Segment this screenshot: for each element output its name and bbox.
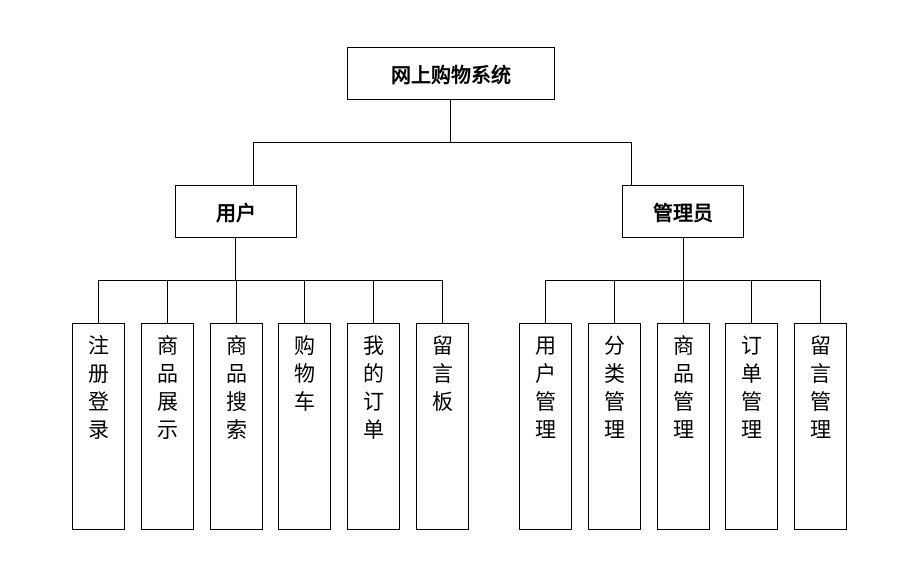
leaf-node-user-1: 注册登录 — [72, 323, 125, 530]
root-label: 网上购物系统 — [391, 63, 511, 87]
group-node-user: 用户 — [175, 185, 297, 238]
connector-admin-up — [631, 142, 632, 185]
connector-user-leaf-3 — [236, 280, 237, 323]
connector-root-down — [450, 99, 451, 142]
leaf-label: 注册登录 — [88, 334, 109, 442]
leaf-label: 商品管理 — [673, 334, 694, 442]
leaf-label: 购物车 — [294, 334, 315, 414]
leaf-label: 商品展示 — [157, 334, 178, 442]
leaf-label: 用户管理 — [535, 334, 556, 442]
connector-user-leaf-1 — [98, 280, 99, 323]
connector-user-horizontal — [98, 280, 443, 281]
connector-admin-down — [683, 237, 684, 281]
connector-admin-leaf-5 — [820, 280, 821, 323]
leaf-node-admin-5: 留言管理 — [794, 323, 847, 530]
connector-user-up — [253, 142, 254, 185]
leaf-node-user-5: 我的订单 — [347, 323, 400, 530]
leaf-label: 商品搜索 — [226, 334, 247, 442]
leaf-node-user-4: 购物车 — [278, 323, 331, 530]
leaf-label: 订单管理 — [741, 334, 762, 442]
root-node: 网上购物系统 — [347, 47, 555, 100]
connector-user-leaf-2 — [167, 280, 168, 323]
connector-top-horizontal — [253, 142, 632, 143]
leaf-node-user-3: 商品搜索 — [210, 323, 263, 530]
connector-user-leaf-4 — [304, 280, 305, 323]
leaf-node-admin-2: 分类管理 — [588, 323, 641, 530]
leaf-label: 我的订单 — [363, 334, 384, 442]
leaf-label: 留言管理 — [810, 334, 831, 442]
group-node-admin: 管理员 — [622, 185, 744, 238]
leaf-node-admin-3: 商品管理 — [657, 323, 710, 530]
connector-admin-leaf-2 — [614, 280, 615, 323]
leaf-label: 分类管理 — [604, 334, 625, 442]
leaf-node-admin-4: 订单管理 — [725, 323, 778, 530]
leaf-label: 留言板 — [432, 334, 453, 414]
leaf-node-admin-1: 用户管理 — [519, 323, 572, 530]
connector-user-leaf-6 — [442, 280, 443, 323]
connector-admin-leaf-3 — [683, 280, 684, 323]
leaf-node-user-6: 留言板 — [416, 323, 469, 530]
leaf-node-user-2: 商品展示 — [141, 323, 194, 530]
connector-admin-leaf-1 — [545, 280, 546, 323]
connector-admin-leaf-4 — [751, 280, 752, 323]
group-label-admin: 管理员 — [653, 201, 713, 225]
group-label-user: 用户 — [216, 201, 256, 225]
connector-user-leaf-5 — [373, 280, 374, 323]
connector-user-down — [235, 237, 236, 281]
